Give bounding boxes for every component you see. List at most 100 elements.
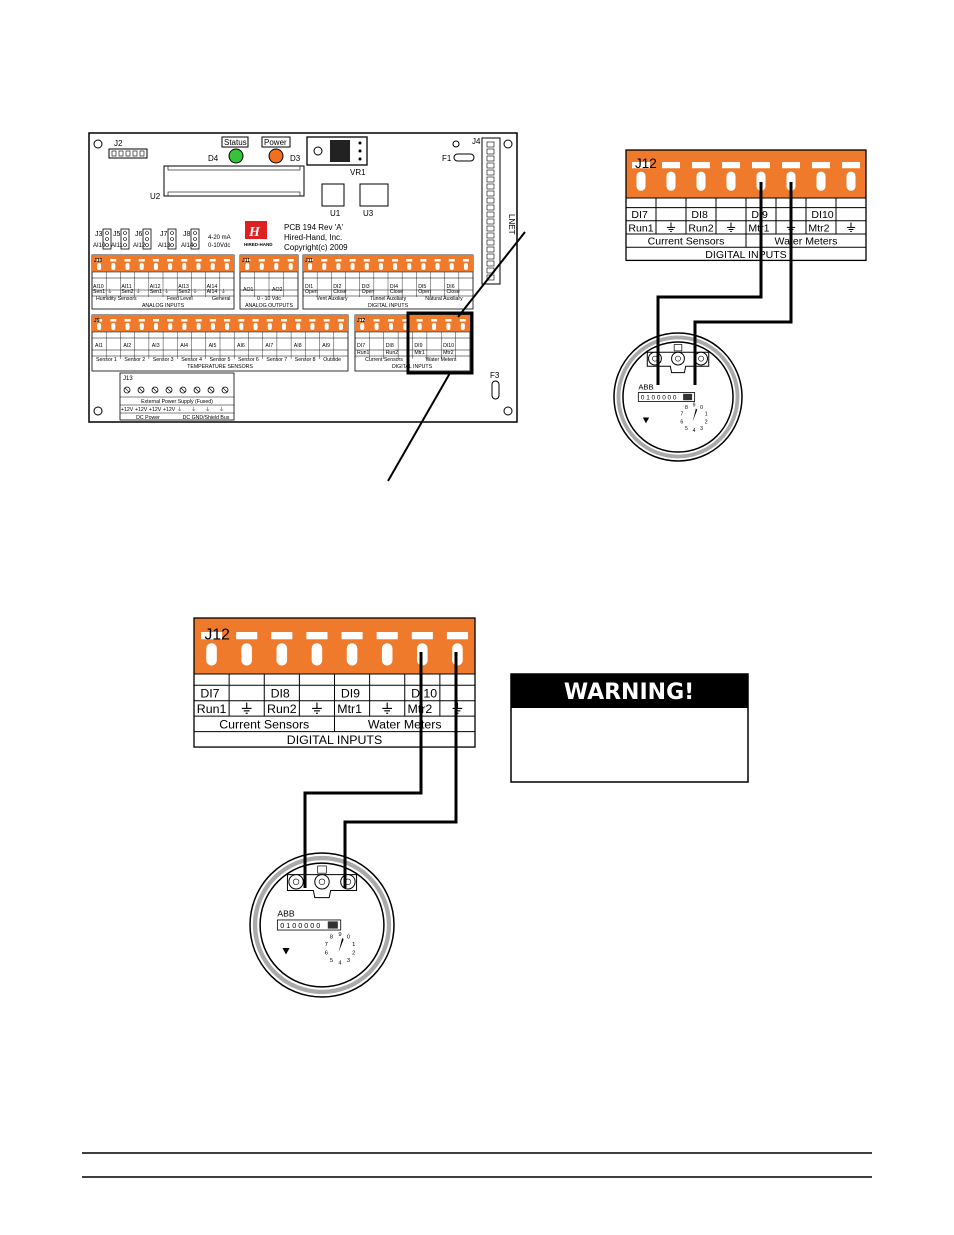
block-header: J10	[94, 258, 103, 264]
svg-text:DC GND/Shield Bus: DC GND/Shield Bus	[183, 415, 230, 421]
j12-highlight	[406, 311, 474, 375]
svg-text:4-20 mA: 4-20 mA	[208, 235, 231, 241]
svg-text:AI8: AI8	[294, 343, 302, 349]
terminal-label: DI10	[811, 209, 833, 221]
svg-text:Vent Auxiliary: Vent Auxiliary	[316, 296, 348, 302]
svg-text:AI5: AI5	[209, 343, 217, 349]
terminal-frame	[193, 617, 476, 748]
jumper-header: J5	[113, 231, 121, 238]
svg-text:⏚: ⏚	[221, 288, 226, 295]
svg-text:Sensor 1: Sensor 1	[96, 357, 117, 363]
dial-number: 2	[705, 419, 708, 425]
svg-text:J4: J4	[472, 137, 481, 146]
ground-icon	[381, 702, 393, 714]
dial-number: 3	[700, 426, 703, 432]
dial-pointer	[692, 408, 698, 422]
svg-text:AI9: AI9	[322, 343, 330, 349]
jumper-label: AI11	[111, 243, 124, 249]
svg-text:Tunnel Auxiliary: Tunnel Auxiliary	[370, 296, 407, 302]
svg-text:Sensor 8: Sensor 8	[295, 357, 316, 363]
block-header: J9	[94, 318, 100, 324]
jumper-label: AI12	[133, 243, 146, 249]
meter-terminal	[340, 874, 356, 890]
terminal-slot	[812, 162, 830, 169]
dial-number: 6	[680, 419, 683, 425]
svg-text:PCB 194 Rev 'A': PCB 194 Rev 'A'	[284, 223, 344, 232]
terminal-slot	[662, 162, 680, 169]
terminal-screw	[346, 643, 358, 666]
warning-box: WARNING!	[510, 673, 749, 783]
meter-terminal	[314, 874, 330, 890]
group-digital-inputs: DIGITAL INPUTS	[705, 249, 786, 261]
svg-text:F1: F1	[442, 154, 452, 163]
terminal-screw	[381, 643, 393, 666]
dial-number: 8	[685, 405, 688, 411]
terminal-label: DI8	[691, 209, 708, 221]
terminal-label: Mtr2	[808, 222, 829, 234]
terminal-header: J12	[205, 626, 230, 643]
svg-text:F3: F3	[490, 371, 500, 380]
svg-text:D4: D4	[208, 154, 219, 163]
svg-text:Close: Close	[447, 289, 460, 295]
terminal-label: Run1	[197, 702, 227, 716]
terminal-slot	[722, 162, 740, 169]
svg-text:AI14: AI14	[207, 289, 218, 295]
dial-number: 5	[330, 958, 333, 964]
svg-text:TEMPERATURE SENSORS: TEMPERATURE SENSORS	[187, 364, 253, 370]
svg-text:External Power Supply (Fused): External Power Supply (Fused)	[141, 399, 213, 405]
svg-text:D3: D3	[290, 154, 301, 163]
svg-text:AI10: AI10	[93, 284, 104, 290]
svg-text:VR1: VR1	[350, 168, 366, 177]
svg-text:U2: U2	[150, 192, 161, 201]
terminal-header: J12	[635, 156, 657, 171]
meter-digits: 0 1 0 0 0 0 0	[280, 921, 320, 930]
svg-text:Outside: Outside	[323, 357, 341, 363]
svg-text:Mtr2: Mtr2	[443, 350, 453, 356]
svg-text:AI3: AI3	[152, 343, 160, 349]
svg-text:Open: Open	[362, 289, 375, 295]
terminal-slot	[201, 632, 223, 640]
svg-text:DI5: DI5	[418, 284, 426, 290]
ground-icon	[846, 221, 856, 233]
svg-text:Open: Open	[418, 289, 431, 295]
jumper-header: J6	[135, 231, 143, 238]
dial-number: 1	[352, 942, 355, 948]
terminal-slot	[411, 632, 433, 640]
svg-text:⏚: ⏚	[219, 406, 224, 413]
svg-text:Natural Auxiliary: Natural Auxiliary	[425, 296, 463, 302]
dial-number: 2	[352, 951, 355, 957]
svg-text:U3: U3	[363, 209, 374, 218]
jumper-header: J7	[160, 231, 168, 238]
j2-label: J2	[114, 139, 123, 148]
dial-number: 7	[680, 411, 683, 417]
svg-text:⏚: ⏚	[191, 406, 196, 413]
terminal-screw	[726, 171, 736, 191]
terminal-screw	[696, 171, 706, 191]
block-header: J11	[242, 258, 250, 264]
meter-brand: ABB	[277, 908, 295, 918]
terminal-slot	[782, 162, 800, 169]
mounting-holes	[93, 139, 513, 416]
terminal-screw	[636, 171, 646, 191]
svg-text:0-10Vdc: 0-10Vdc	[208, 243, 230, 249]
svg-text:DC Power: DC Power	[136, 415, 160, 421]
warning-title: WARNING!	[564, 680, 694, 705]
svg-text:ANALOG INPUTS: ANALOG INPUTS	[142, 303, 185, 309]
dial-number: 6	[325, 951, 328, 957]
dial-number: 1	[705, 411, 708, 417]
terminal-slot	[632, 162, 650, 169]
terminal-label: DI7	[631, 209, 648, 221]
svg-text:Feed Level: Feed Level	[167, 296, 193, 302]
terminal-screw	[756, 171, 766, 191]
svg-text:Mtr1: Mtr1	[414, 350, 424, 356]
dial-number: 7	[325, 942, 328, 948]
svg-text:AO2: AO2	[272, 287, 282, 293]
svg-text:Sensor 2: Sensor 2	[124, 357, 145, 363]
meter-terminal	[288, 874, 304, 890]
dial-number: 5	[685, 426, 688, 432]
svg-text:AI7: AI7	[265, 343, 273, 349]
chip-u1: U1	[321, 183, 345, 218]
svg-text:⏚: ⏚	[205, 406, 210, 413]
